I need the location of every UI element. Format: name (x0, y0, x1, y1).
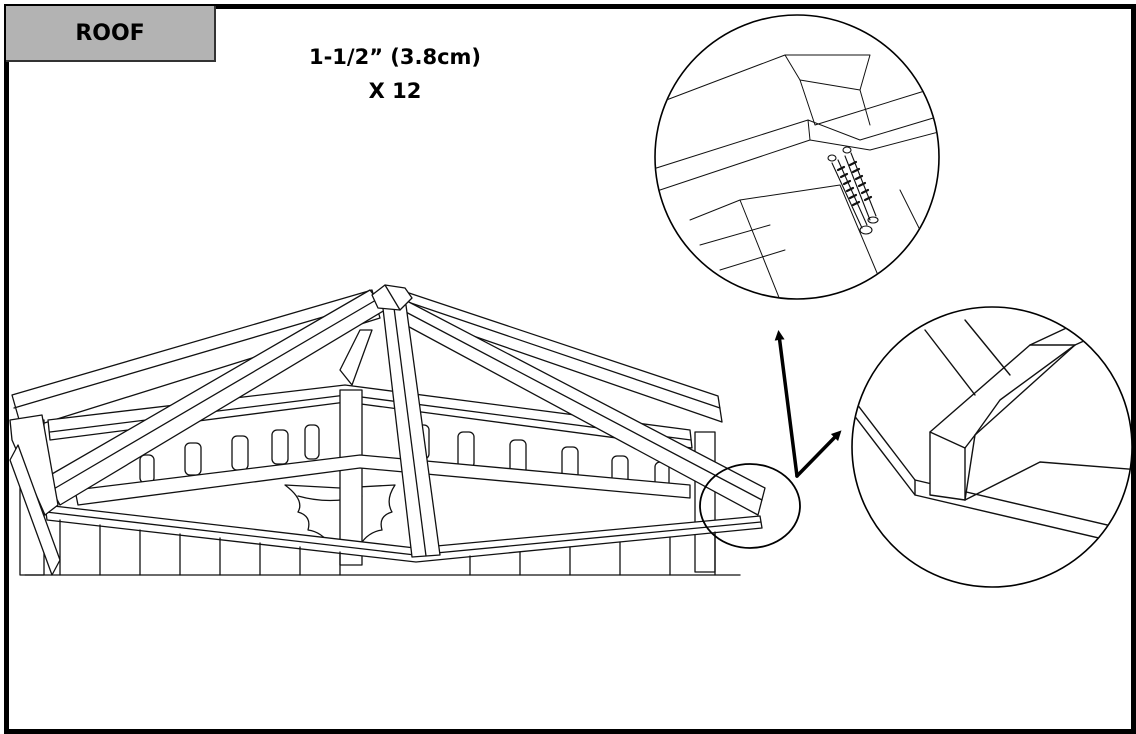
screw-quantity-label: X 12 (368, 79, 422, 103)
hardware-callout: 1-1/2” (3.8cm) X 12 (290, 40, 500, 108)
rafter-end-detail-zoom (851, 306, 1133, 588)
section-title: ROOF (75, 20, 145, 46)
screw-size-label: 1-1/2” (3.8cm) (308, 45, 482, 69)
detail-callout-circle (699, 463, 801, 549)
spindle-row (139, 424, 670, 491)
screw-detail-zoom (654, 14, 940, 300)
detail-arrows (774, 330, 842, 478)
gazebo-roof-drawing (9, 284, 766, 576)
section-title-tab: ROOF (6, 6, 216, 62)
screw-pair-icon (827, 146, 879, 235)
